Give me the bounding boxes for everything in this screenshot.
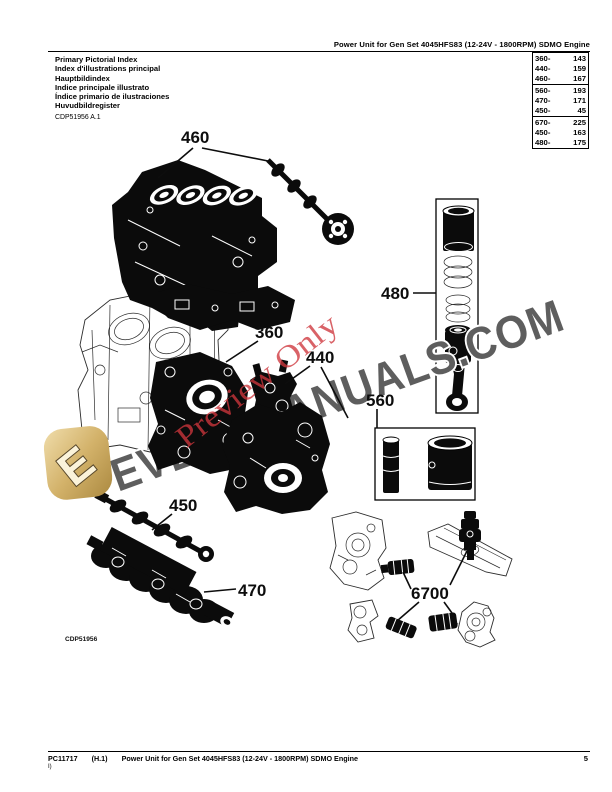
section-cell: 450- <box>535 128 551 138</box>
callout-480: 480 <box>381 284 409 303</box>
camshaft-460-illustration <box>266 158 354 245</box>
footer-rule <box>48 751 590 752</box>
table-row: 450- 45 <box>533 106 588 118</box>
section-cell: 560- <box>535 85 551 95</box>
page-cell: 159 <box>573 64 586 74</box>
liner-kit-box <box>374 427 476 501</box>
table-row: 450- 163 <box>533 127 588 137</box>
page-cell: 167 <box>573 74 586 84</box>
index-title-it: Indice principale illustrato <box>55 82 150 92</box>
section-cell: 470- <box>535 96 551 106</box>
figure-label: CDP51956 <box>65 636 98 643</box>
table-row: 560- 193 <box>533 85 588 95</box>
index-title-sv: Huvudbildregister <box>55 101 120 111</box>
table-row: 460- 167 <box>533 74 588 86</box>
page-cell: 143 <box>573 53 586 63</box>
section-cell: 440- <box>535 64 551 74</box>
page-header-title: Power Unit for Gen Set 4045HFS83 (12-24V… <box>333 40 590 49</box>
index-title-es: Índice primario de ilustraciones <box>55 92 170 102</box>
footer-sub-note: I) <box>48 764 52 770</box>
callout-470: 470 <box>238 581 266 600</box>
callout-560: 560 <box>366 391 394 410</box>
footer: PC11717 (H.1) Power Unit for Gen Set 4045H… <box>48 754 568 763</box>
footer-title: Power Unit for Gen Set 4045HFS83 (12-24V… <box>121 754 359 763</box>
callout-460: 460 <box>181 128 209 147</box>
sensor-group-outline-parts <box>329 511 513 648</box>
crankshaft-illustration <box>86 526 235 628</box>
piston-liner-kit-box <box>435 198 479 414</box>
index-title-de: Hauptbildindex <box>55 73 110 83</box>
callout-440: 440 <box>306 348 334 367</box>
pictorial-index-titles: Primary Pictorial Index Index d'illustra… <box>55 55 169 111</box>
table-row: 360- 143 <box>533 53 588 63</box>
callout-450: 450 <box>169 496 197 515</box>
table-row: 470- 171 <box>533 95 588 105</box>
footer-revision: (H.1) <box>91 754 108 763</box>
index-title-en: Primary Pictorial Index <box>55 55 138 64</box>
callout-annotations: 460 360 440 450 470 480 560 6700 <box>151 128 471 622</box>
table-row: 670- 225 <box>533 117 588 127</box>
page-cell: 45 <box>577 106 586 116</box>
page-reference-table: 360-143 440-159 460-167 560-193 470-171 … <box>532 52 589 150</box>
watermark-logo: E <box>43 426 113 500</box>
page-cell: 171 <box>573 96 586 106</box>
table-row: 440- 159 <box>533 63 588 73</box>
page-cell: 163 <box>573 128 586 138</box>
section-cell: 670- <box>535 117 551 127</box>
figure-code: CDP51956 A.1 <box>55 114 101 121</box>
footer-doc-number: PC11717 <box>48 754 78 763</box>
footer-page-number: 5 <box>583 754 588 763</box>
header-rule <box>48 51 590 52</box>
timing-gear-cover-illustration <box>222 402 330 514</box>
section-cell: 460- <box>535 74 551 84</box>
section-cell: 450- <box>535 106 551 116</box>
page-cell: 225 <box>573 117 586 127</box>
cylinder-block-illustration <box>112 160 277 331</box>
bedplate-illustration <box>158 284 295 330</box>
index-title-fr: Index d'illustrations principal <box>55 64 161 74</box>
callout-6700: 6700 <box>411 584 449 603</box>
table-row: 480- 175 <box>533 138 588 148</box>
callout-360: 360 <box>255 323 283 342</box>
section-cell: 480- <box>535 138 551 148</box>
page-cell: 175 <box>573 138 586 148</box>
section-cell: 360- <box>535 53 551 63</box>
page-cell: 193 <box>573 85 586 95</box>
